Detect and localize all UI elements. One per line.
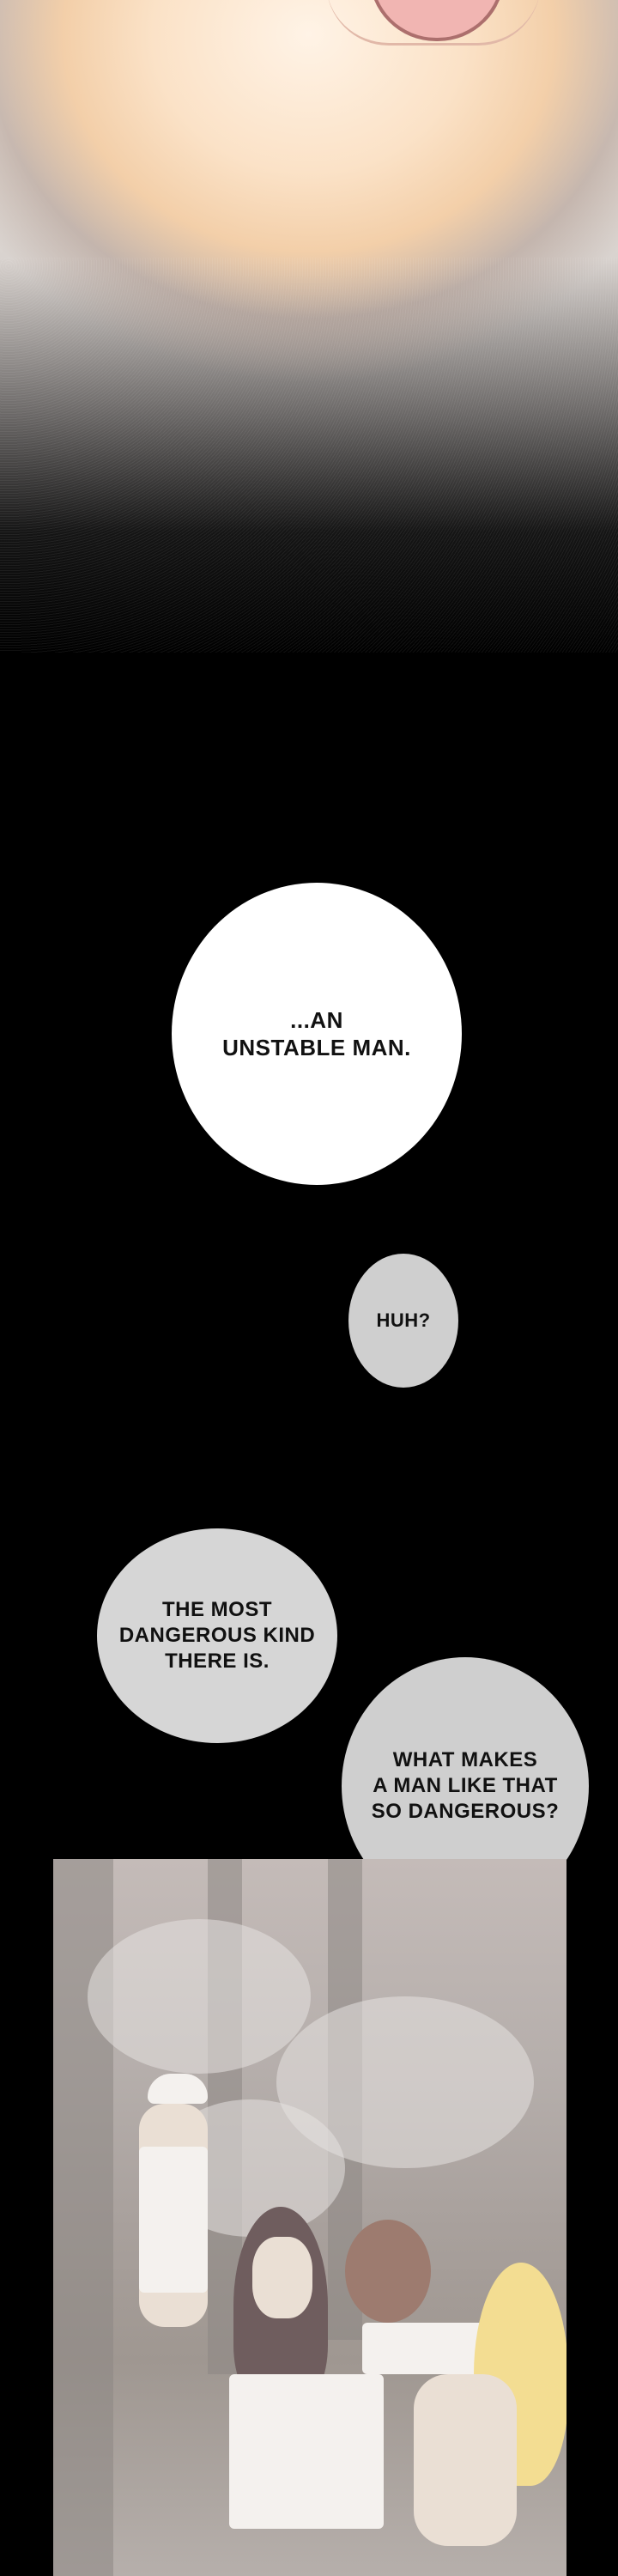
speech-bubble-unstable-man: ...AN UNSTABLE MAN.: [172, 883, 462, 1185]
speech-text: ...AN UNSTABLE MAN.: [222, 1006, 411, 1061]
speech-text: THE MOST DANGEROUS KIND THERE IS.: [118, 1598, 316, 1673]
speech-bubble-most-dangerous: THE MOST DANGEROUS KIND THERE IS.: [97, 1528, 337, 1743]
speech-bubble-huh: HUH?: [348, 1254, 458, 1388]
top-glow-panel: [0, 0, 618, 653]
bathhouse-panel: [53, 1859, 566, 2576]
hair-strands: [326, 0, 541, 46]
steam-cloud: [88, 1919, 311, 2074]
head-towel: [148, 2074, 208, 2104]
speech-text: HUH?: [376, 1309, 431, 1332]
blonde-woman-body: [414, 2374, 517, 2546]
reclining-woman-hair: [345, 2220, 431, 2323]
grain-texture: [0, 258, 618, 653]
speech-text: WHAT MAKES A MAN LIKE THAT SO DANGEROUS?: [371, 1748, 560, 1823]
dark-hair-woman-towel: [229, 2374, 384, 2529]
dark-hair-woman-face: [252, 2237, 312, 2318]
body-towel: [139, 2147, 208, 2293]
